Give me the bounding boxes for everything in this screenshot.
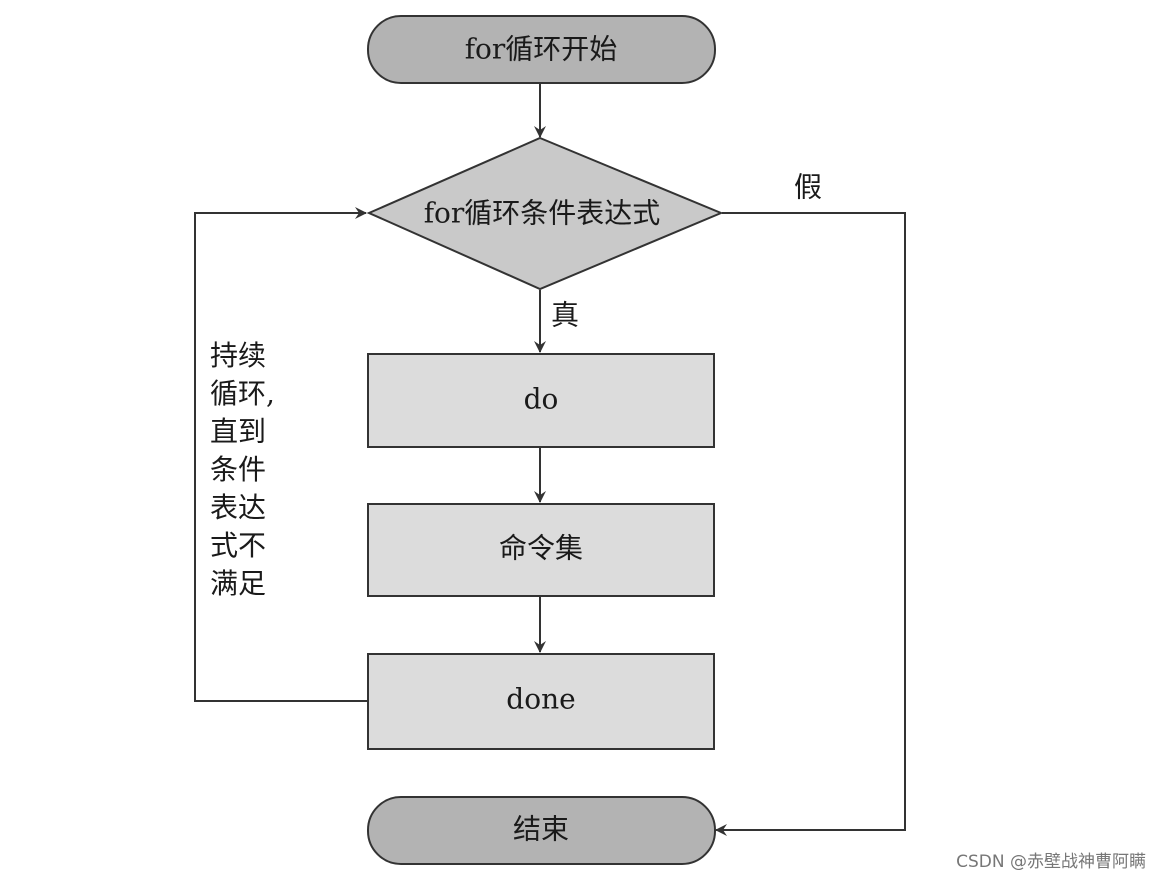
true-label: 真	[551, 299, 579, 332]
done-shape	[367, 653, 715, 750]
commands-shape	[367, 503, 715, 597]
do-shape	[367, 353, 715, 448]
false-label: 假	[794, 171, 822, 204]
loop-label-line: 表达	[210, 491, 266, 524]
start-label: for循环开始	[465, 33, 618, 66]
loop-label: 持续 循环, 直到 条件 表达 式不 满足	[210, 339, 284, 600]
connectors	[194, 84, 906, 836]
start-shape	[367, 15, 716, 84]
condition-label: for循环条件表达式	[424, 197, 661, 230]
loop-label-line: 持续	[210, 339, 266, 372]
condition-node: for循环条件表达式	[366, 136, 724, 291]
commands-label: 命令集	[499, 532, 583, 565]
loop-label-line: 满足	[210, 567, 266, 600]
loop-label-line: 式不	[210, 529, 266, 562]
done-label: done	[506, 683, 575, 716]
loop-label-line: 条件	[210, 453, 266, 486]
start-node: for循环开始	[367, 15, 716, 84]
arrow-false-to-end	[715, 212, 906, 836]
done-node: done	[367, 653, 715, 750]
loop-label-line: 循环,	[210, 377, 275, 410]
loop-label-line: 直到	[210, 415, 266, 448]
end-node: 结束	[367, 796, 716, 865]
condition-shape	[366, 136, 724, 291]
do-node: do	[367, 353, 715, 448]
end-shape	[367, 796, 716, 865]
arrow-loop-back	[194, 207, 368, 702]
commands-node: 命令集	[367, 503, 715, 597]
watermark: CSDN @赤壁战神曹阿瞒	[956, 852, 1146, 872]
end-label: 结束	[513, 813, 569, 846]
do-label: do	[524, 383, 559, 416]
